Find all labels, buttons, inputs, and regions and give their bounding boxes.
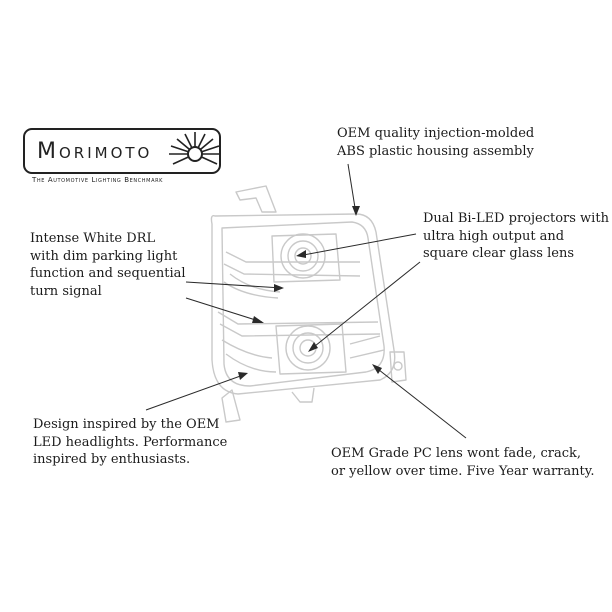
callout-drl-line-2: with dim parking light	[30, 248, 178, 264]
callout-projectors-line-3: square clear glass lens	[423, 246, 574, 261]
callout-projectors: Dual Bi-LED projectors with ultra high o…	[423, 210, 609, 263]
callout-housing-line-1: OEM quality injection-molded	[337, 126, 535, 141]
callout-design-line-1: Design inspired by the OEM	[33, 417, 220, 432]
callout-projectors-line-2: ultra high output and	[423, 228, 565, 244]
callout-drl-line-4: turn signal	[30, 283, 102, 299]
headlight-outline	[210, 185, 407, 423]
leader-lines	[145, 163, 467, 439]
callout-projectors-line-1: Dual Bi-LED projectors with	[423, 211, 609, 226]
callout-design-line-2: LED headlights. Performance	[33, 434, 228, 450]
brand-tagline: The Automotive Lighting Benchmark	[32, 176, 164, 184]
callout-lens-line-2: or yellow over time. Five Year warranty.	[331, 463, 595, 479]
callout-drl: Intense White DRL with dim parking light…	[30, 230, 186, 300]
callout-drl-line-1: Intense White DRL	[30, 231, 156, 246]
callout-housing: OEM quality injection-molded ABS plastic…	[337, 125, 534, 160]
sun-burst-icon	[169, 132, 221, 165]
callout-drl-line-3: function and sequential	[30, 266, 186, 281]
callout-housing-line-2: ABS plastic housing assembly	[337, 143, 534, 159]
callout-lens: OEM Grade PC lens wont fade, crack, or y…	[331, 445, 595, 480]
callout-design-line-3: inspired by enthusiasts.	[33, 452, 191, 467]
callout-design: Design inspired by the OEM LED headlight…	[33, 416, 227, 469]
brand-logo-wordmark: Morimoto	[37, 139, 153, 164]
callout-lens-line-1: OEM Grade PC lens wont fade, crack,	[331, 446, 582, 461]
brand-logo: Morimoto	[23, 128, 221, 174]
